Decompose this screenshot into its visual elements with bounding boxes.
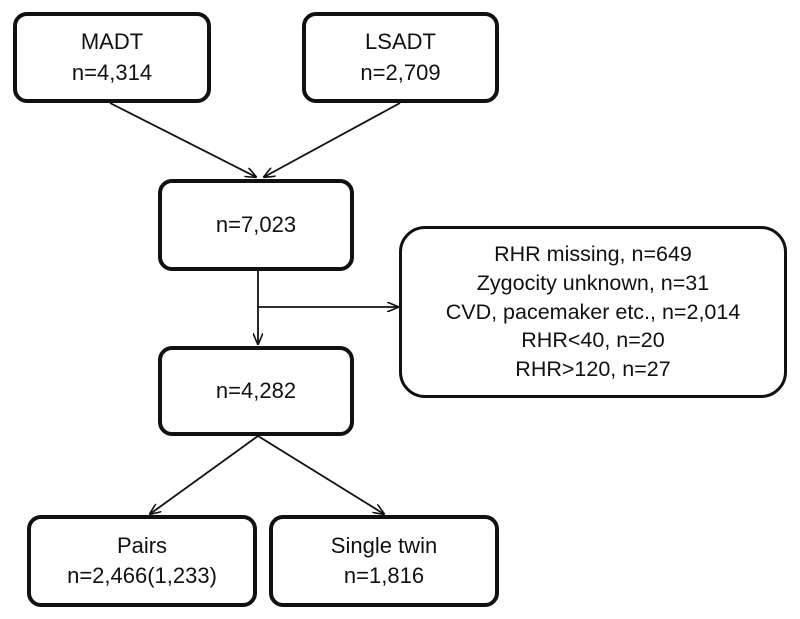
- lsadt-title: LSADT: [365, 29, 436, 55]
- single-twin-count: n=1,816: [343, 563, 425, 588]
- madt-title: MADT: [80, 29, 144, 55]
- pairs-count: n=2,466(1,233): [67, 563, 217, 588]
- analytic-count: n=4,282: [215, 377, 297, 403]
- lsadt-count: n=2,709: [360, 59, 441, 85]
- exclusion-rhr-low: RHR<40, n=20: [521, 328, 665, 353]
- exclusions-box: RHR missing, n=649 Zygocity unknown, n=3…: [399, 226, 787, 398]
- single-twin-box: Single twin n=1,816: [269, 515, 499, 607]
- single-twin-title: Single twin: [330, 532, 438, 558]
- arrow-analytic-to-pairs: [150, 435, 259, 514]
- exclusion-zygocity-unknown: Zygocity unknown, n=31: [476, 270, 710, 295]
- lsadt-box: LSADT n=2,709: [302, 12, 499, 103]
- exclusion-rhr-missing: RHR missing, n=649: [494, 242, 692, 266]
- arrow-madt-to-combined: [109, 102, 256, 177]
- madt-count: n=4,314: [71, 59, 153, 85]
- pairs-box: Pairs n=2,466(1,233): [27, 515, 257, 607]
- analytic-box: n=4,282: [158, 346, 354, 436]
- madt-box: MADT n=4,314: [13, 12, 211, 103]
- combined-box: n=7,023: [158, 179, 354, 271]
- pairs-title: Pairs: [116, 532, 168, 558]
- arrow-analytic-to-single: [257, 435, 384, 514]
- exclusion-cvd-pacemaker: CVD, pacemaker etc., n=2,014: [445, 299, 741, 324]
- combined-count: n=7,023: [215, 211, 297, 237]
- arrow-lsadt-to-combined: [264, 102, 401, 177]
- exclusion-rhr-high: RHR>120, n=27: [515, 357, 671, 382]
